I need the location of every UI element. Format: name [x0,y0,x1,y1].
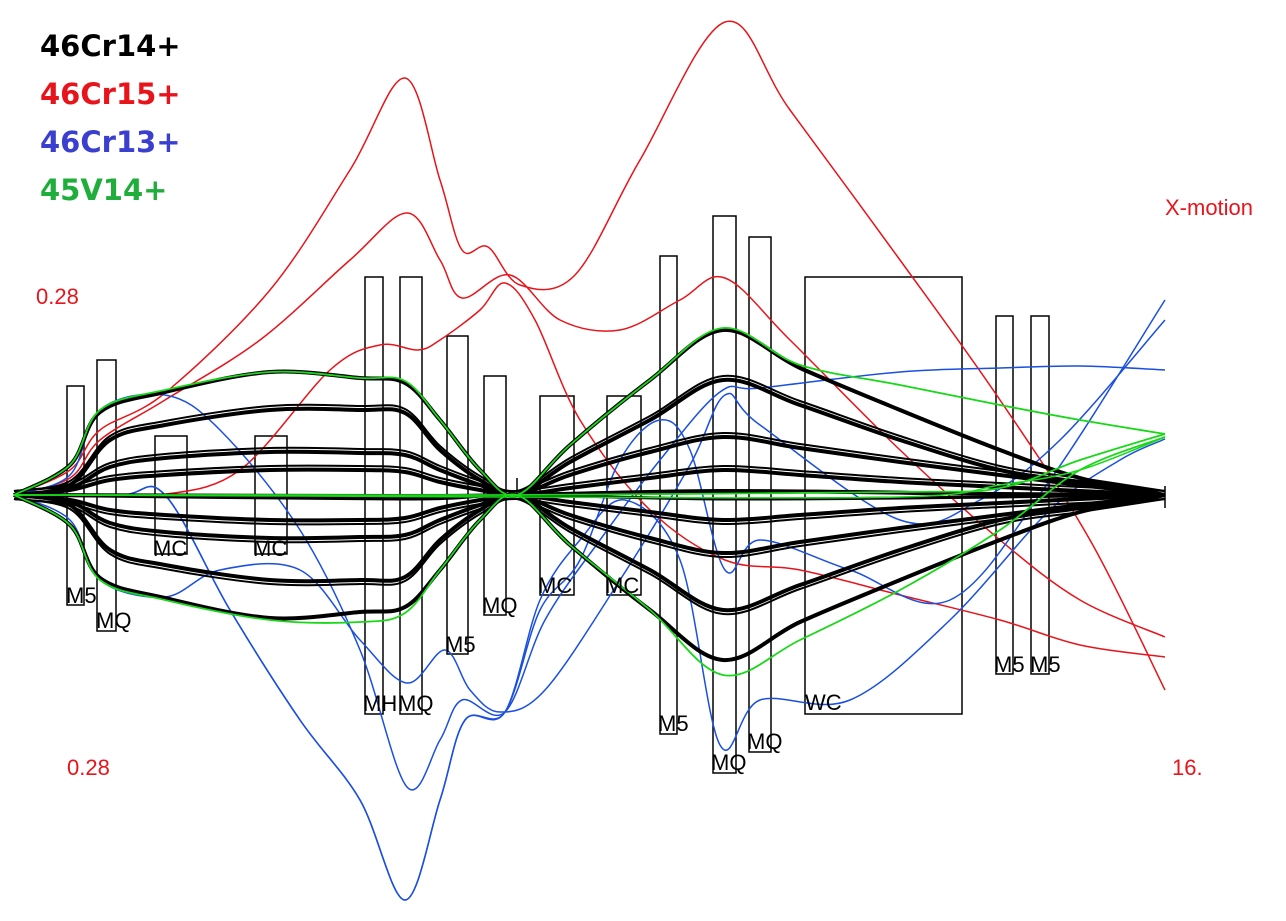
green-trajectory [14,433,1166,497]
beamline-element-label: MQ [711,750,746,775]
scale-label-bottom: 0.28 [67,755,110,780]
beam-trajectories [13,20,1166,901]
black-axis-beam [13,493,1166,501]
scale-label-top: 0.28 [36,284,79,309]
beamline-element-label: M5 [66,583,97,608]
beamline-element-label: MQ [96,608,131,633]
beamline-element-label: M5 [445,632,476,657]
legend-item-cr13: 46Cr13+ [40,125,181,159]
legend-item-v14: 45V14+ [40,173,168,207]
black-envelope [13,464,1166,493]
legend-item-cr15: 46Cr15+ [40,77,181,111]
beamline-element-label: MC [153,536,187,561]
legend: 46Cr14+ 46Cr15+ 46Cr13+ 45V14+ [40,22,181,214]
beamline-element-label: MC [538,573,572,598]
blue-trajectory [13,365,1166,791]
black-envelope [13,497,1166,526]
length-label: 16. [1172,755,1203,780]
beamline-element-label: MQ [747,729,782,754]
blue-trajectory [14,438,1166,901]
legend-item-cr14: 46Cr14+ [40,29,181,63]
beamline-element-label: M5 [1030,652,1061,677]
beamline-element-label: MQ [482,593,517,618]
red-trajectory [13,20,1166,691]
beamline-element-label: MH [363,691,397,716]
beamline-element-label: M5 [994,652,1025,677]
plot-title: X-motion [1165,195,1254,220]
beamline-element-label: WC [805,690,842,715]
beamline-element-label: MC [605,573,639,598]
beamline-element-label: M5 [658,711,689,736]
blue-trajectory [13,319,1166,713]
beamline-element-label: MC [253,536,287,561]
beamline-element-label: MQ [398,691,433,716]
green-trajectory [13,436,1166,499]
beamline-element-box [748,236,772,753]
